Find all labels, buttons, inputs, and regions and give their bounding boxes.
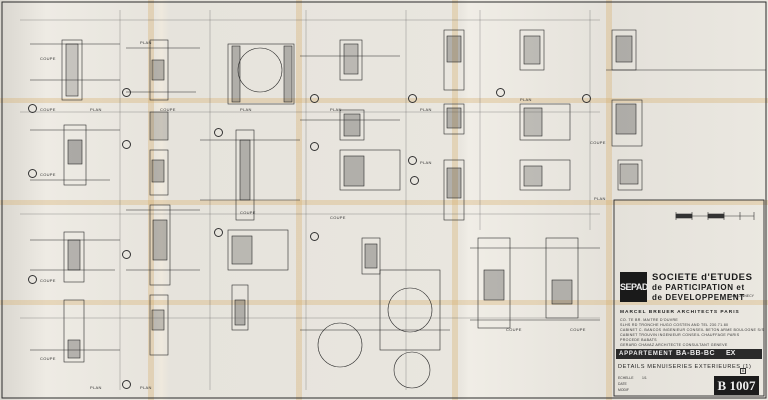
apartment-band (616, 349, 762, 359)
section-label: COUPE (40, 107, 56, 112)
company-name-line3: de DEVELOPPEMENT (652, 293, 745, 302)
company-name-line1: SOCIETE d'ETUDES (652, 272, 753, 283)
detail-group-col1 (30, 39, 120, 363)
detail-group-col4 (300, 39, 450, 389)
section-label: COUPE (40, 356, 56, 361)
sheet-number: B 1007 (714, 376, 759, 395)
detail-marker (122, 88, 131, 97)
date-label: DATE (618, 382, 627, 386)
company-name-line2: de PARTICIPATION et (652, 283, 745, 292)
detail-marker (28, 169, 37, 178)
fold-line (606, 0, 612, 400)
detail-group-col3 (200, 43, 300, 331)
scale-bar (675, 212, 755, 220)
team-line: CO. TE BR. MAITRE D'OUVRE (620, 318, 679, 322)
detail-marker (122, 380, 131, 389)
section-label: COUPE (506, 327, 522, 332)
fold-line (452, 0, 458, 400)
section-label: COUPE (240, 210, 256, 215)
plan-label: PLAN (90, 385, 102, 390)
section-label: COUPE (330, 215, 346, 220)
detail-group-col6 (606, 29, 766, 191)
team-line: CABINET C. BANCOS INGENIEUR CONSEIL BETO… (620, 328, 765, 332)
detail-marker (408, 156, 417, 165)
architect-name: MARCEL BREUER ARCHITECTS PARIS (620, 310, 740, 315)
team-line: SLHS RD TRONCHE HUGO COSTEN AND TEL 230.… (620, 323, 729, 327)
detail-marker (28, 275, 37, 284)
detail-marker (582, 94, 591, 103)
fold-line (0, 98, 768, 103)
detail-group-col2 (126, 39, 200, 356)
scale-label: ECHELLE (618, 376, 634, 380)
title-block: SEPAD SOCIETE d'ETUDES de PARTICIPATION … (614, 200, 764, 398)
detail-marker (310, 232, 319, 241)
section-label: COUPE (570, 327, 586, 332)
section-label: COUPE (590, 140, 606, 145)
section-label: COUPE (160, 107, 176, 112)
plan-label: PLAN (520, 97, 532, 102)
plan-label: PLAN (240, 107, 252, 112)
fold-line (148, 0, 154, 400)
detail-marker (496, 88, 505, 97)
apartment-code: BA-BB-BC (676, 350, 715, 357)
detail-marker (122, 140, 131, 149)
plan-label: PLAN (420, 160, 432, 165)
plan-label: PLAN (330, 107, 342, 112)
plan-label: PLAN (140, 385, 152, 390)
detail-marker (28, 104, 37, 113)
detail-marker (410, 176, 419, 185)
detail-marker (310, 142, 319, 151)
detail-marker (122, 250, 131, 259)
detail-marker (310, 94, 319, 103)
section-label: COUPE (40, 278, 56, 283)
scale-value: 1/1 (642, 376, 647, 380)
apartment-label: APPARTEMENT (619, 351, 674, 357)
fold-line (0, 200, 768, 205)
team-line: GERARD CHAVAZ ARCHITECTE CONSULTANT GENE… (620, 343, 728, 347)
company-logo: SEPAD (620, 272, 648, 302)
plan-label: PLAN (90, 107, 102, 112)
plan-label: PLAN (140, 40, 152, 45)
section-label: COUPE (40, 172, 56, 177)
company-city: PARIS ANNECY (728, 294, 754, 298)
fold-line (0, 300, 768, 305)
plan-label: PLAN (420, 107, 432, 112)
plan-label: PLAN (594, 196, 606, 201)
section-label: COUPE (40, 56, 56, 61)
detail-marker (408, 94, 417, 103)
modif-label: MODIF (618, 388, 629, 392)
team-line: CABINET TROUVIN INGENIEUR CONSEIL CHAUFF… (620, 333, 740, 337)
revision-box: B (740, 368, 747, 374)
detail-marker (214, 128, 223, 137)
execution-code: EX (726, 350, 736, 357)
detail-group-col5 (443, 29, 600, 329)
team-line: PROCEDE BABATS (620, 338, 657, 342)
drawing-subject: DETAILS MENUISERIES EXTERIEURES (1) (618, 364, 752, 370)
detail-marker (214, 228, 223, 237)
